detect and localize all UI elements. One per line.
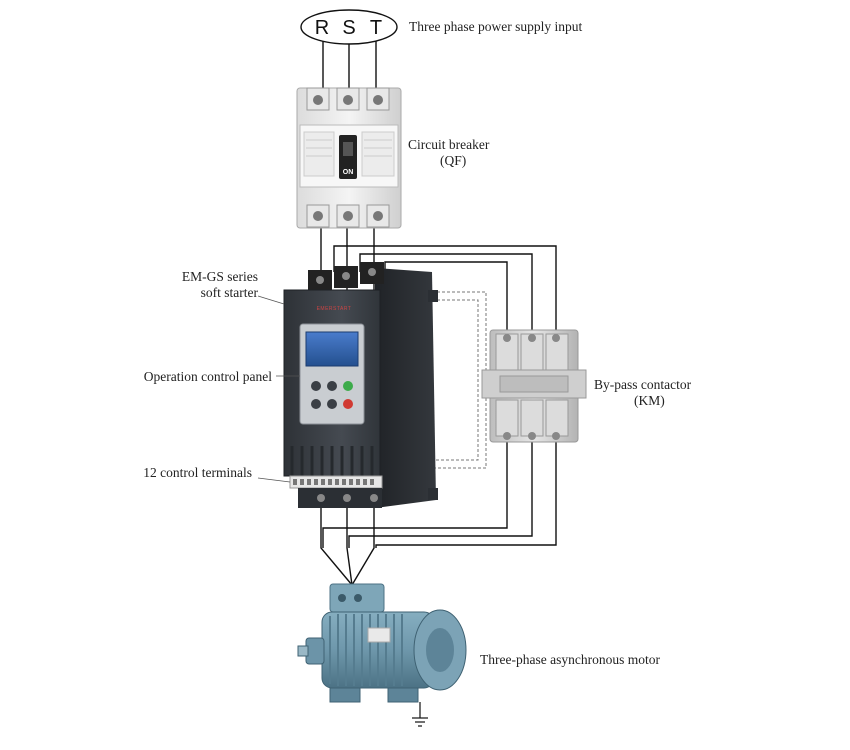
motor-icon: [297, 583, 467, 703]
supply-ellipse-icon: R S T: [300, 9, 398, 45]
contactor-label: By-pass contactor: [594, 377, 692, 392]
wires: [320, 40, 557, 586]
starter-sub-label: soft starter: [201, 285, 259, 300]
starter-label: EM-GS series: [182, 269, 258, 284]
breaker-code-label: (QF): [440, 153, 466, 168]
terminals-label: 12 control terminals: [143, 465, 252, 480]
contactor-icon: [481, 329, 587, 443]
phase-t-label: T: [370, 17, 382, 39]
svg-text:EMERSTART: EMERSTART: [317, 306, 352, 312]
motor-label: Three-phase asynchronous motor: [480, 652, 660, 667]
phase-s-label: S: [342, 17, 355, 39]
contactor-code-label: (KM): [634, 393, 665, 408]
lcd-display-icon: [305, 331, 359, 367]
ground-icon: [412, 702, 428, 727]
keypad: [311, 381, 353, 409]
phase-r-label: R: [315, 17, 329, 39]
supply-label: Three phase power supply input: [409, 19, 582, 34]
panel-label: Operation control panel: [144, 369, 272, 384]
breaker-on-label: ON: [343, 169, 354, 176]
breaker-label: Circuit breaker: [408, 137, 490, 152]
control-wires: [432, 291, 487, 469]
leader-lines: [257, 295, 300, 483]
soft-starter-icon: EMERSTART: [283, 262, 438, 508]
circuit-breaker-icon: ON: [296, 87, 402, 229]
